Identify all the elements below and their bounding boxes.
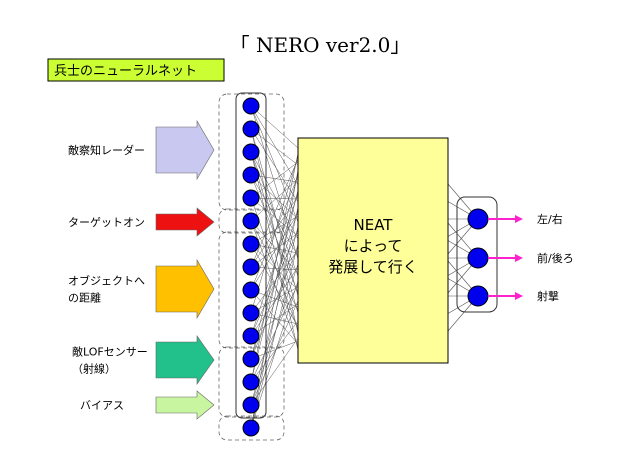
output-label: 前/後ろ (537, 251, 574, 265)
input-label: 敵LOFセンサー (72, 346, 148, 359)
input-node (242, 212, 260, 230)
output-group (456, 196, 498, 313)
connection-line (250, 243, 299, 429)
neat-line-3: 発展して行く (328, 258, 418, 276)
input-node (242, 120, 260, 138)
connection-line (250, 246, 299, 360)
connection-line (250, 152, 299, 383)
output-arrowhead (515, 254, 523, 262)
input-label: ターゲットオン (68, 216, 145, 229)
connection-line (250, 206, 299, 429)
diagram-title: 「 NERO ver2.0」 (230, 33, 411, 57)
connection-line (250, 128, 299, 203)
connection-line (250, 189, 299, 383)
connection-line (250, 151, 299, 240)
connection-line (250, 232, 299, 268)
input-nodes (242, 97, 260, 437)
input-label: の距離 (68, 291, 101, 305)
connection-line (250, 229, 299, 337)
input-label: バイアス (80, 399, 124, 412)
input-node (242, 281, 260, 299)
input-arrow (155, 335, 215, 385)
input-arrow (155, 207, 215, 237)
connection-line (250, 266, 299, 337)
connection-line (250, 151, 299, 351)
connection-line (250, 300, 299, 406)
neat-line-1: NEAT (354, 216, 394, 234)
connection-line (250, 128, 299, 166)
connection-line (250, 174, 299, 257)
connection-line (250, 215, 299, 245)
input-arrow (155, 119, 215, 181)
input-node (242, 235, 260, 253)
output-label: 左/右 (537, 212, 563, 226)
connection-line (250, 337, 299, 406)
input-node (242, 258, 260, 276)
connections (250, 105, 479, 429)
subtitle: 兵士のニューラルネット (54, 64, 197, 79)
connection-line (250, 158, 299, 268)
output-arrowhead (515, 292, 523, 300)
input-group-box (218, 231, 285, 349)
input-node (242, 143, 260, 161)
input-arrow (155, 390, 215, 420)
input-groups (218, 92, 285, 441)
neat-box (297, 137, 449, 364)
input-group-box (218, 415, 285, 441)
connection-line (250, 303, 299, 337)
connection-line (250, 320, 299, 383)
input-node (242, 97, 260, 115)
connection-line (250, 195, 299, 268)
connection-line (250, 249, 299, 314)
input-node (242, 419, 260, 437)
input-node (242, 166, 260, 184)
connection-line (250, 212, 299, 291)
input-node (242, 304, 260, 322)
input-group-box (218, 208, 285, 234)
input-group-box (218, 93, 285, 211)
input-column-box (235, 92, 267, 419)
connection-line (250, 178, 299, 222)
connection-line (250, 105, 299, 186)
input-node (242, 396, 260, 414)
connection-line (250, 161, 299, 199)
neat-line-2: によって (344, 237, 403, 255)
connection-line (250, 197, 299, 237)
output-node (467, 285, 489, 307)
input-node (242, 189, 260, 207)
input-node (242, 327, 260, 345)
input-group-box (218, 346, 285, 418)
connection-line (250, 172, 299, 360)
input-node (242, 350, 260, 368)
subtitle-box (47, 58, 225, 82)
input-label: オブジェクトへ (68, 274, 145, 288)
connection-line (250, 105, 299, 223)
input-node (242, 373, 260, 391)
output-label: 射撃 (537, 289, 559, 303)
connection-line (250, 175, 299, 291)
connection-line (250, 226, 299, 406)
input-label: 敵察知レーダー (68, 143, 145, 157)
connection-line (250, 283, 299, 383)
output-node (467, 247, 489, 269)
input-arrow (155, 258, 215, 320)
output-arrowhead (515, 215, 523, 223)
connection-line (250, 128, 299, 334)
input-label: （射線） (72, 362, 116, 376)
connection-line (250, 220, 299, 274)
output-node (467, 208, 489, 230)
connection-line (250, 105, 299, 149)
